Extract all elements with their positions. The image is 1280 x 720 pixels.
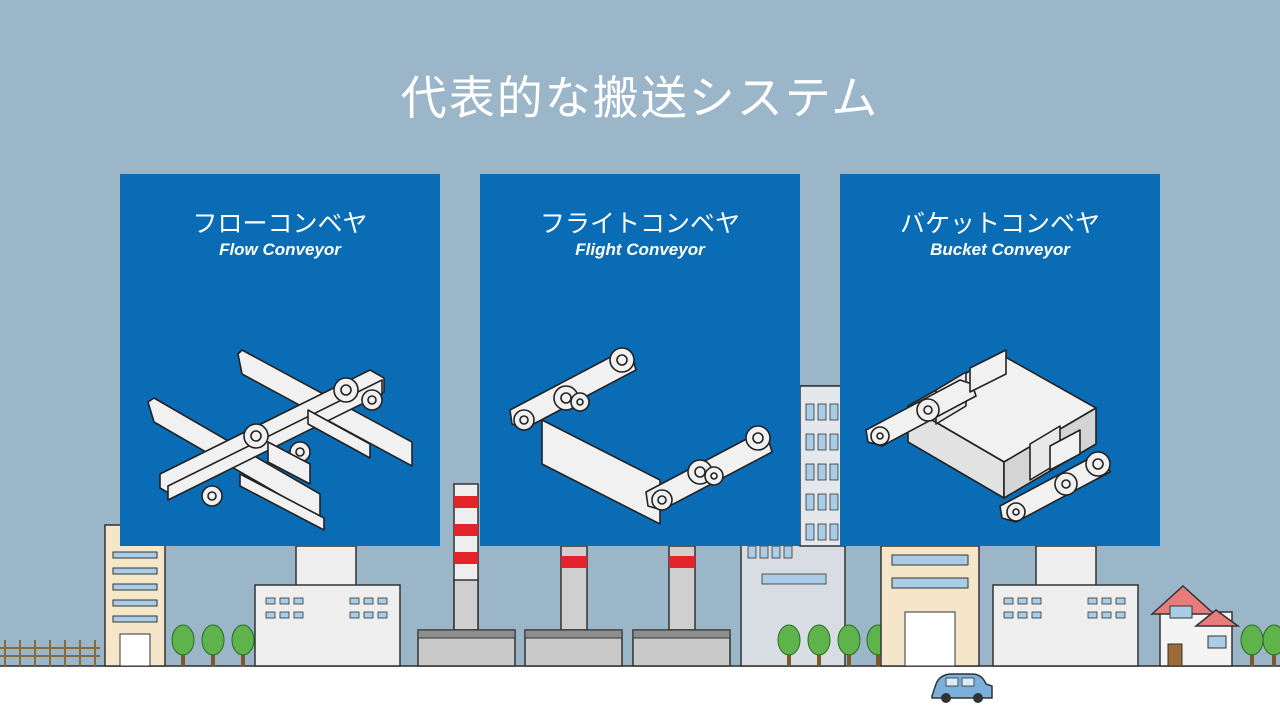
panel-title-en: Bucket Conveyor bbox=[930, 240, 1070, 259]
panel-bucket-conveyor: バケットコンベヤ Bucket Conveyor bbox=[840, 174, 1160, 546]
panel-title-jp: バケットコンベヤ bbox=[899, 209, 1100, 238]
factory-building-2 bbox=[992, 545, 1139, 667]
smokestacks bbox=[453, 483, 696, 631]
shop-building bbox=[880, 545, 980, 667]
panel-title-jp: フローコンベヤ bbox=[192, 209, 368, 238]
panel-flow-conveyor: フローコンベヤ Flow Conveyor bbox=[120, 174, 440, 546]
house bbox=[1150, 584, 1241, 667]
panel-title-en: Flow Conveyor bbox=[219, 240, 341, 259]
fence bbox=[0, 640, 100, 666]
ground bbox=[0, 666, 1280, 720]
page-title: 代表的な搬送システム bbox=[400, 71, 880, 125]
car bbox=[931, 673, 993, 703]
flow-conveyor-chain-icon bbox=[147, 349, 413, 531]
factory-building-1 bbox=[254, 545, 401, 667]
panel-flight-conveyor: フライトコンベヤ Flight Conveyor bbox=[480, 174, 800, 546]
panel-title-jp: フライトコンベヤ bbox=[539, 209, 740, 238]
plant-sheds bbox=[417, 629, 731, 667]
bucket-conveyor-chain-icon bbox=[865, 349, 1111, 523]
trees-right bbox=[1240, 624, 1280, 666]
trees-center bbox=[777, 624, 890, 666]
apartment-building-left bbox=[104, 524, 166, 667]
flight-conveyor-chain-icon bbox=[509, 347, 773, 525]
panel-title-en: Flight Conveyor bbox=[575, 240, 705, 259]
